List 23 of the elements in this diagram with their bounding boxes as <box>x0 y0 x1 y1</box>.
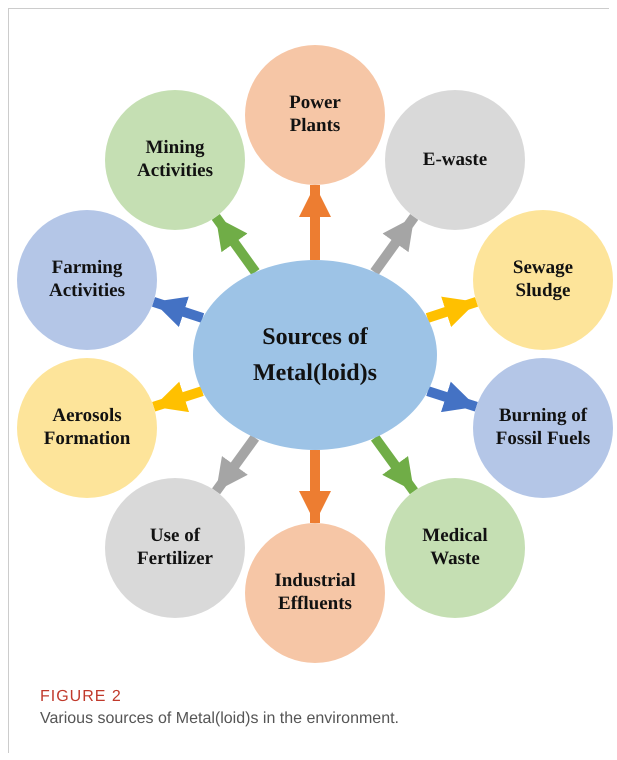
figure-number: FIGURE 2 <box>40 688 122 706</box>
block-arrow <box>152 382 204 412</box>
block-arrow <box>299 185 331 260</box>
source-label: Industrial Effluents <box>273 570 357 616</box>
source-label: Use of Fertilizer <box>136 525 214 571</box>
source-label: Farming Activities <box>48 257 126 303</box>
block-arrow <box>299 450 331 523</box>
source-label: Burning of Fossil Fuels <box>495 405 591 451</box>
block-arrow <box>370 214 418 276</box>
block-arrow <box>370 434 418 494</box>
source-label: Power Plants <box>288 92 342 138</box>
block-arrow <box>426 296 478 328</box>
source-label: Sewage Sludge <box>512 257 574 303</box>
center-title: Sources of Metal(loid)s <box>252 323 378 388</box>
block-arrow <box>212 434 260 494</box>
block-arrow <box>152 296 204 328</box>
block-arrow <box>212 214 260 276</box>
block-arrow <box>426 382 478 412</box>
figure-caption: Various sources of Metal(loid)s in the environment. <box>40 710 399 728</box>
source-label: Mining Activities <box>136 137 214 183</box>
source-label: Aerosols Formation <box>42 405 132 451</box>
source-label: E-waste <box>422 148 488 172</box>
source-label: Medical Waste <box>421 525 489 571</box>
